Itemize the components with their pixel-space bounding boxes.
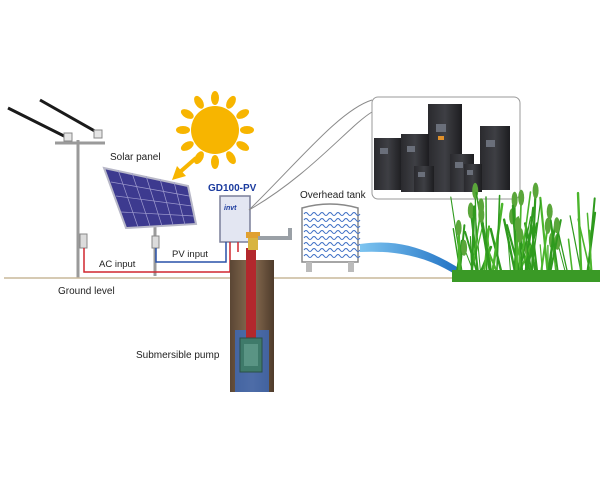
- overhead-tank: [301, 203, 361, 272]
- callout-line: [248, 111, 373, 211]
- ac-input-label: AC input: [99, 259, 136, 270]
- sun-icon: [176, 91, 254, 169]
- pump-controller: invt: [219, 195, 251, 243]
- callout-line: [248, 99, 373, 211]
- meter-box: [79, 233, 88, 249]
- overhead-tank-label: Overhead tank: [300, 190, 367, 201]
- submersible-pump-label: Submersible pump: [136, 350, 220, 361]
- inverter-product-group-icon: [371, 96, 521, 200]
- submersible-pump-unit: [239, 337, 263, 373]
- water-stream: [360, 242, 462, 276]
- riser-pipe: [246, 248, 256, 352]
- power-pole: [7, 98, 105, 278]
- pv-wire: [155, 242, 227, 263]
- ground-level-label: Ground level: [58, 286, 115, 297]
- power-line: [7, 106, 69, 140]
- crop-field: [450, 182, 600, 282]
- supply-pipe: [258, 228, 292, 240]
- controller-model-label: GD100-PV: [208, 183, 257, 194]
- solar-panel-label: Solar panel: [110, 152, 161, 163]
- junction-box: [151, 235, 160, 249]
- brand-logo: invt: [224, 205, 237, 212]
- wiring: [83, 242, 239, 273]
- power-line: [39, 98, 101, 136]
- solar-panel: [102, 166, 198, 276]
- borewell: [230, 232, 274, 392]
- arrow-down-left-icon: [172, 156, 198, 180]
- pv-input-label: PV input: [172, 249, 208, 260]
- ac-wire: [83, 242, 231, 273]
